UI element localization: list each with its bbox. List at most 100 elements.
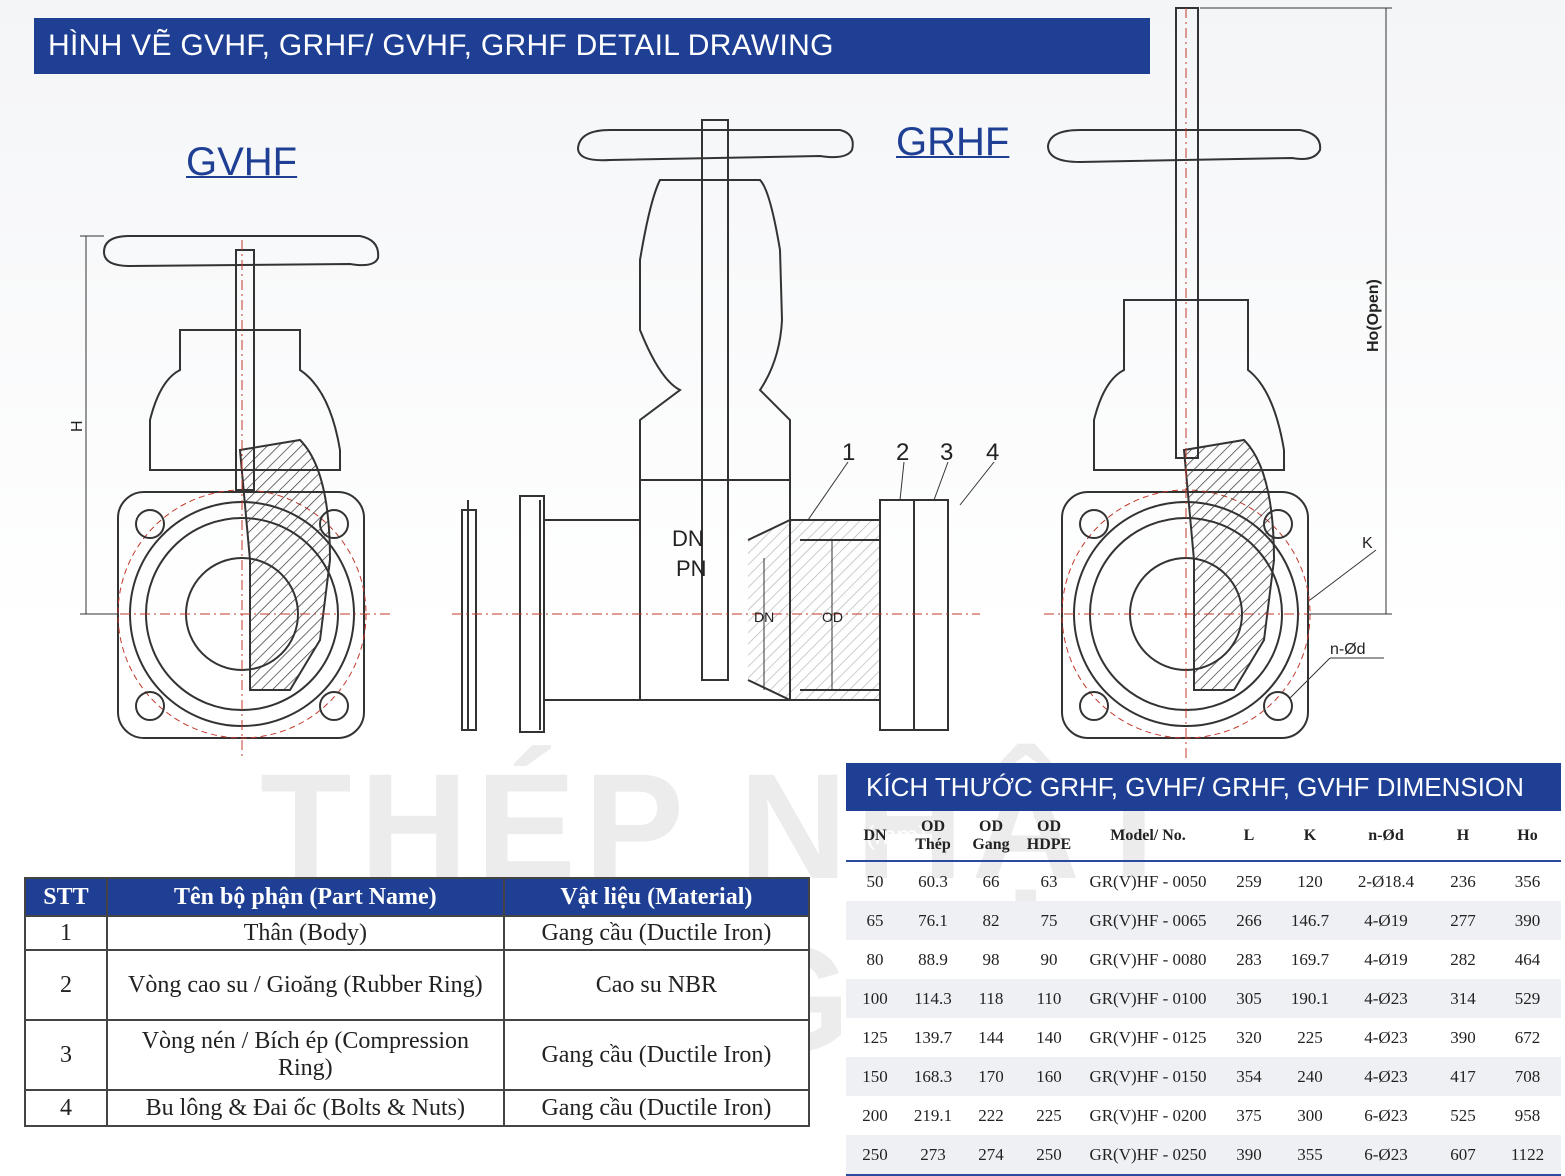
dim-header: K xyxy=(1280,812,1340,862)
page-title: HÌNH VẼ GVHF, GRHF/ GVHF, GRHF DETAIL DR… xyxy=(34,18,1150,74)
dim-cell: 82 xyxy=(962,901,1020,940)
dim-cell: 169.7 xyxy=(1290,949,1330,969)
dim-cell: 100 xyxy=(846,979,904,1018)
dim-cell: 4-Ø23 xyxy=(1340,979,1432,1018)
dim-cell: 190.1 xyxy=(1280,979,1340,1018)
dim-cell: 1122 xyxy=(1494,1135,1561,1176)
grhf-handwheel xyxy=(1046,129,1322,164)
dim-cell: 355 xyxy=(1280,1135,1340,1176)
part-stt: 1 xyxy=(24,915,108,951)
dim-cell: GR(V)HF - 0250 xyxy=(1078,1135,1218,1176)
dim-cell: 390 xyxy=(1450,1027,1476,1047)
dim-cell: 236 xyxy=(1450,871,1476,891)
part-stt: 3 xyxy=(24,1019,108,1091)
dim-cell: GR(V)HF - 0065 xyxy=(1078,901,1218,940)
parts-header-stt: STT xyxy=(24,877,108,917)
part-material: Gang cầu (Ductile Iron) xyxy=(502,1019,811,1091)
dim-cell: 259 xyxy=(1236,871,1262,891)
dim-cell: 958 xyxy=(1514,1105,1541,1125)
part-name: Thân (Body) xyxy=(105,915,505,951)
dim-cell: 6-Ø23 xyxy=(1340,1135,1432,1176)
dim-cell: 356 xyxy=(1514,871,1541,891)
part-stt: 2 xyxy=(24,949,108,1021)
part-material: Gang cầu (Ductile Iron) xyxy=(502,915,811,951)
part-stt: 4 xyxy=(24,1089,108,1127)
dim-header: H xyxy=(1432,812,1494,862)
dim-cell: 75 xyxy=(1020,901,1078,940)
gvhf-label: GVHF xyxy=(186,140,298,184)
dim-cell: 160 xyxy=(1020,1057,1078,1096)
dim-cell: 144 xyxy=(978,1027,1004,1047)
gvhf-handwheel xyxy=(102,235,380,268)
dim-cell: 118 xyxy=(962,979,1020,1018)
dim-cell: 65 xyxy=(846,901,904,940)
dim-cell: 139.7 xyxy=(913,1027,953,1047)
dim-cell: 300 xyxy=(1297,1105,1323,1125)
dim-cell: 225 xyxy=(1036,1105,1062,1125)
dim-cell: 4-Ø19 xyxy=(1364,949,1408,969)
dim-cell: GR(V)HF - 0200 xyxy=(1089,1105,1207,1125)
dim-cell: 266 xyxy=(1218,901,1280,940)
dim-cell: 146.7 xyxy=(1280,901,1340,940)
dim-cell: 375 xyxy=(1236,1105,1262,1125)
dim-header: n-Ød xyxy=(1340,812,1432,862)
dim-cell: 168.3 xyxy=(904,1057,962,1096)
part-name: Vòng cao su / Gioăng (Rubber Ring) xyxy=(105,949,505,1021)
dim-cell: 90 xyxy=(1040,949,1058,969)
dim-cell: 354 xyxy=(1218,1057,1280,1096)
dim-cell: 98 xyxy=(982,949,1000,969)
k-dimension: K xyxy=(1362,535,1373,552)
dim-cell: 672 xyxy=(1514,1027,1541,1047)
od-dimension: OD xyxy=(822,609,843,625)
dim-cell: 250 xyxy=(846,1135,904,1176)
dim-cell: 225 xyxy=(1297,1027,1323,1047)
dim-cell: 63 xyxy=(1040,871,1058,891)
dim-cell: 50 xyxy=(866,871,884,891)
dim-cell: 708 xyxy=(1494,1057,1561,1096)
table-row: 1 Thân (Body) Gang cầu (Ductile Iron) xyxy=(24,915,811,951)
callout-4: 4 xyxy=(986,439,999,466)
dim-cell: 125 xyxy=(862,1027,888,1047)
part-name: Bu lông & Đai ốc (Bolts & Nuts) xyxy=(105,1089,505,1127)
parts-header-material: Vật liệu (Material) xyxy=(502,877,811,917)
dim-cell: 277 xyxy=(1432,901,1494,940)
dim-cell: 80 xyxy=(866,949,884,969)
dim-cell: GR(V)HF - 0125 xyxy=(1089,1027,1207,1047)
gvhf-view xyxy=(80,235,390,760)
dim-cell: 607 xyxy=(1432,1135,1494,1176)
table-row: 2 Vòng cao su / Gioăng (Rubber Ring) Cao… xyxy=(24,949,811,1021)
dim-header: DN xyxy=(846,812,904,862)
dim-cell: 120 xyxy=(1297,871,1323,891)
grhf-label: GRHF xyxy=(896,120,1010,164)
dim-cell: 200 xyxy=(862,1105,888,1125)
dim-cell: 274 xyxy=(962,1135,1020,1176)
dim-cell: GR(V)HF - 0150 xyxy=(1078,1057,1218,1096)
dim-cell: 114.3 xyxy=(904,979,962,1018)
dim-cell: 66 xyxy=(982,871,1000,891)
dim-cell: GR(V)HF - 0080 xyxy=(1089,949,1207,969)
dim-cell: 417 xyxy=(1432,1057,1494,1096)
dim-cell: 283 xyxy=(1236,949,1262,969)
dimension-table-title: KÍCH THƯỚC GRHF, GVHF/ GRHF, GVHF DIMENS… xyxy=(846,763,1561,850)
callout-1: 1 xyxy=(842,439,855,466)
part-material: Cao su NBR xyxy=(502,949,811,1021)
dim-cell: 4-Ø19 xyxy=(1340,901,1432,940)
section-handwheel xyxy=(576,129,854,162)
dim-cell: 4-Ø23 xyxy=(1364,1027,1408,1047)
nod-dimension: n-Ød xyxy=(1330,641,1366,658)
parts-header-name: Tên bộ phận (Part Name) xyxy=(105,877,505,917)
dim-cell: 464 xyxy=(1514,949,1541,969)
dn-dimension: DN xyxy=(754,609,774,625)
dim-cell: 314 xyxy=(1432,979,1494,1018)
dim-cell: 240 xyxy=(1280,1057,1340,1096)
